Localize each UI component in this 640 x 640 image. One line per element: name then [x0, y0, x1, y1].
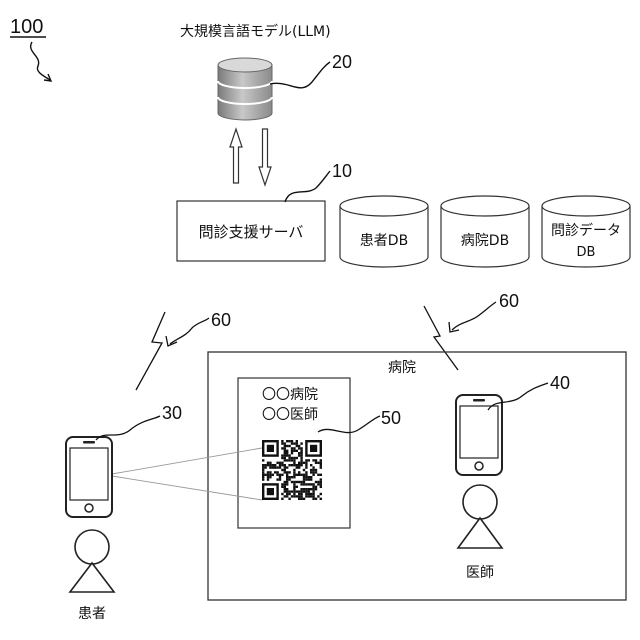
patient-phone: [66, 437, 112, 517]
up-arrow: [230, 129, 242, 183]
patient-phone-ref-number: 30: [162, 403, 182, 423]
network-link-left: [136, 312, 165, 390]
figure-ref-number: 100: [10, 16, 43, 38]
server-ref-leader: [285, 171, 330, 202]
poster-ref-number: 50: [381, 408, 401, 428]
patient-figure: [70, 530, 114, 592]
doctor-phone-ref-number: 40: [550, 373, 570, 393]
llm-ref-number: 20: [332, 52, 352, 72]
patient-db-label: 患者DB: [360, 233, 408, 249]
interview-data-db-label-1: 問診データ: [551, 222, 621, 239]
hospital-label: 病院: [388, 360, 416, 376]
hospital-db-label: 病院DB: [461, 233, 509, 249]
doctor-label: 医師: [466, 565, 494, 581]
poster-hospital-name: 〇〇病院: [262, 387, 318, 403]
llm-database-icon: [218, 58, 272, 120]
figure-ref: 100: [10, 16, 51, 81]
interview-data-db-label-2: DB: [577, 245, 596, 260]
server-label: 問診支援サーバ: [199, 223, 304, 241]
hospital-db: 病院DB: [441, 196, 529, 267]
down-arrow: [259, 129, 271, 185]
figure-ref-leader: [31, 42, 50, 80]
llm-ref-leader: [270, 62, 330, 88]
llm-label: 大規模言語モデル(LLM): [180, 23, 331, 40]
interview-data-db: 問診データ DB: [542, 196, 630, 267]
patient-db: 患者DB: [340, 196, 428, 267]
server-ref-number: 10: [332, 161, 352, 181]
doctor-phone: [456, 395, 502, 475]
network-ref-right: 60: [499, 291, 519, 311]
network-ref-left: 60: [211, 310, 231, 330]
patient-label: 患者: [78, 606, 106, 622]
doctor-figure: [458, 485, 502, 548]
poster-doctor-name: 〇〇医師: [262, 407, 318, 423]
network-link-right: [424, 306, 458, 370]
